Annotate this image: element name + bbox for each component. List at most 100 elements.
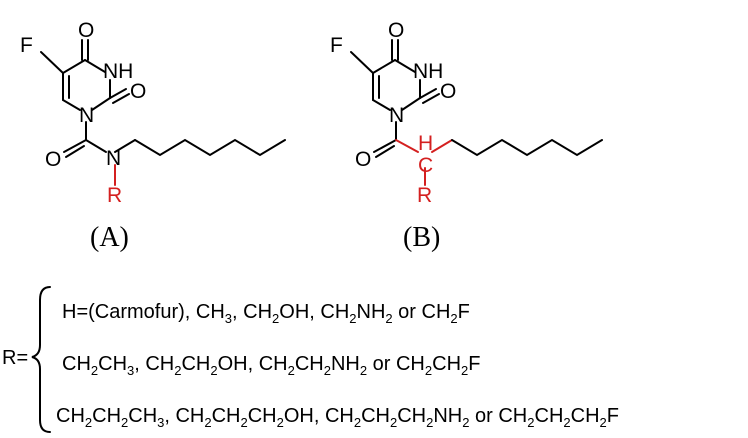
subscript: 2: [563, 415, 570, 430]
atom-o-carbonyl: O: [45, 148, 61, 171]
formula-text: OH, CH: [284, 405, 354, 427]
formula-text: , CH: [164, 405, 204, 427]
bond-c4-n3: [84, 59, 106, 73]
bond-carbonyl-o-double: [375, 145, 395, 158]
bond-c5-f: [350, 51, 374, 74]
formula-text: CH: [98, 353, 127, 375]
formula-text: or CH: [469, 405, 527, 427]
atom-o-right: O: [440, 80, 456, 103]
atom-c: C: [418, 154, 433, 177]
bond-c4-c5: [372, 59, 396, 74]
formula-text: NH: [331, 353, 360, 375]
subscript: 2: [241, 415, 248, 430]
formula-text: CH: [248, 405, 277, 427]
formula-text: CH: [295, 353, 324, 375]
caption-b: (B): [403, 222, 440, 253]
heptyl-chain: [451, 138, 603, 157]
subscript: 2: [324, 363, 331, 378]
formula-text: CH: [212, 405, 241, 427]
formula-text: CH: [397, 405, 426, 427]
subscript: 2: [461, 363, 468, 378]
formula-text: CH: [571, 405, 600, 427]
subscript: 2: [450, 311, 457, 326]
formula-text: NH: [433, 405, 462, 427]
subscript: 2: [272, 311, 279, 326]
subscript: 2: [91, 363, 98, 378]
atom-r: R: [417, 184, 432, 207]
atom-f: F: [330, 34, 343, 57]
bond-n1-c2: [91, 97, 111, 111]
formula-text: CH: [181, 353, 210, 375]
bond-carbonyl-ch: [395, 139, 419, 153]
r-option-line-3: CH2CH2CH3, CH2CH2CH2OH, CH2CH2CH2NH2 or …: [56, 405, 619, 430]
formula-text: , CH: [134, 353, 174, 375]
atom-r: R: [107, 184, 122, 207]
subscript: 2: [390, 415, 397, 430]
atom-n-ring: N: [389, 104, 404, 127]
bond-c5-f: [40, 51, 64, 74]
formula-text: OH, CH: [218, 353, 288, 375]
atom-n-amide: N: [106, 147, 121, 170]
subscript: 2: [349, 311, 356, 326]
atom-o-right: O: [130, 80, 146, 103]
subscript: 2: [85, 415, 92, 430]
subscript: 2: [360, 363, 367, 378]
atom-o-carbonyl: O: [355, 148, 371, 171]
formula-text: CH: [361, 405, 390, 427]
r-option-line-2: CH2CH3, CH2CH2OH, CH2CH2NH2 or CH2CH2F: [62, 353, 480, 378]
caption-a: (A): [90, 222, 129, 253]
atom-n-ring: N: [79, 104, 94, 127]
hexyl-chain: [134, 138, 286, 157]
subscript: 2: [277, 415, 284, 430]
atom-h: H: [418, 132, 433, 155]
bond-carbonyl-n: [85, 139, 107, 153]
subscript: 2: [210, 363, 217, 378]
bond-c4-n3: [394, 59, 416, 73]
formula-text: CH: [535, 405, 564, 427]
molecule-b: F O NH O N O H C R (B): [330, 19, 603, 253]
formula-text: F: [468, 353, 480, 375]
subscript: 2: [462, 415, 469, 430]
formula-text: CH: [92, 405, 121, 427]
atom-o-top: O: [78, 19, 94, 42]
subscript: 2: [204, 415, 211, 430]
bond-carbonyl-o: [63, 139, 87, 153]
formula-text: or CH: [367, 353, 425, 375]
bond-c2-o: [419, 88, 437, 99]
subscript: 3: [157, 415, 164, 430]
bond-c6-n1: [372, 99, 391, 111]
formula-text: F: [607, 405, 619, 427]
subscript: 2: [385, 311, 392, 326]
atom-nh: NH: [103, 60, 133, 83]
formula-text: CH: [56, 405, 85, 427]
subscript: 2: [425, 363, 432, 378]
bond-n-hexyl: [114, 139, 136, 153]
atom-o-top: O: [388, 19, 404, 42]
bond-c4-c5: [62, 59, 86, 74]
subscript: 2: [121, 415, 128, 430]
subscript: 2: [426, 415, 433, 430]
bond-n1-c2: [401, 97, 421, 111]
atom-nh: NH: [413, 60, 443, 83]
subscript: 2: [354, 415, 361, 430]
bond-carbonyl-o: [373, 139, 397, 153]
subscript: 2: [288, 363, 295, 378]
subscript: 2: [174, 363, 181, 378]
formula-text: or CH: [393, 301, 451, 323]
formula-text: NH: [357, 301, 386, 323]
r-option-line-1: H=(Carmofur), CH3, CH2OH, CH2NH2 or CH2F: [62, 301, 470, 326]
formula-text: CH: [432, 353, 461, 375]
bond-c2-o-double: [422, 93, 440, 104]
formula-text: CH: [128, 405, 157, 427]
r-definition: R= H=(Carmofur), CH3, CH2OH, CH2NH2 or C…: [2, 286, 619, 433]
formula-text: , CH: [232, 301, 272, 323]
subscript: 2: [527, 415, 534, 430]
bond-c6-n1: [62, 99, 81, 111]
formula-text: H=(Carmofur), CH: [62, 301, 225, 323]
atom-f: F: [20, 34, 33, 57]
subscript: 3: [127, 363, 134, 378]
formula-text: F: [458, 301, 470, 323]
bond-c2-o: [109, 88, 127, 99]
formula-text: CH: [62, 353, 91, 375]
